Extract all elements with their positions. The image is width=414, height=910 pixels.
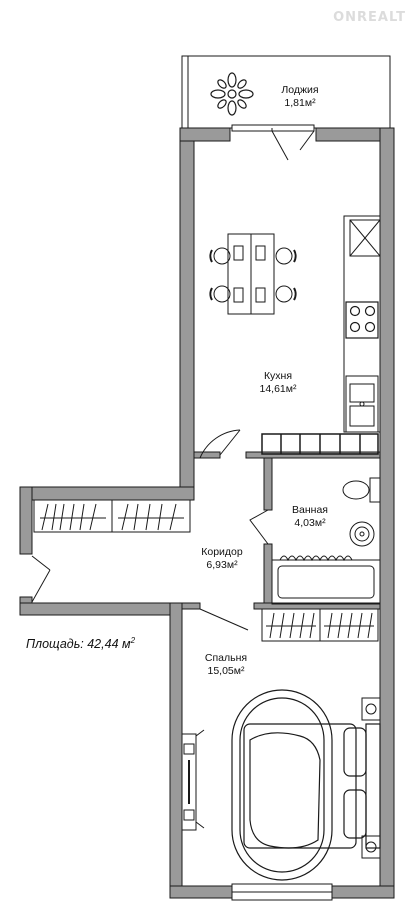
watermark-logo: ONREALT xyxy=(333,10,406,25)
stove-icon xyxy=(345,301,379,339)
bedroom-door[interactable] xyxy=(199,608,249,631)
room-area: 1,81м² xyxy=(284,97,316,109)
plant-icon xyxy=(210,72,254,116)
bedroom-wardrobe xyxy=(261,608,379,642)
total-area-power: 2 xyxy=(130,636,136,645)
window xyxy=(231,883,333,901)
room-label-bedroom: Спальня 15,05м² xyxy=(194,652,258,678)
wardrobe-icon xyxy=(33,499,191,533)
room-area: 4,03м² xyxy=(294,517,326,529)
total-area: Площадь: 42,44 м2 xyxy=(26,636,135,651)
bathtub-icon xyxy=(271,555,381,605)
room-label-corridor: Коридор 6,93м² xyxy=(190,546,254,572)
room-name: Ванная xyxy=(292,504,328,516)
total-area-value: 42,44 xyxy=(87,637,119,652)
room-area: 14,61м² xyxy=(259,383,297,395)
walls xyxy=(19,127,395,899)
room-area: 15,05м² xyxy=(207,665,245,677)
entrance-door[interactable] xyxy=(31,555,51,603)
room-name: Кухня xyxy=(263,370,293,382)
total-area-label: Площадь: xyxy=(26,637,84,652)
bathroom-door[interactable] xyxy=(249,509,269,545)
room-name: Лоджия xyxy=(281,84,319,96)
room-label-kitchen: Кухня 14,61м² xyxy=(246,370,310,396)
room-area: 6,93м² xyxy=(206,559,238,571)
toilet-icon xyxy=(342,477,381,503)
bed-icon xyxy=(231,689,381,881)
shelf-unit xyxy=(261,433,379,455)
total-area-unit: м xyxy=(122,637,131,652)
dining-set-icon xyxy=(209,233,297,315)
room-name: Коридор xyxy=(201,546,243,558)
kitchen-counter xyxy=(343,215,381,433)
dresser-icon xyxy=(181,729,205,831)
washbasin-icon xyxy=(349,521,375,547)
balcony-door[interactable] xyxy=(231,124,315,161)
room-name: Спальня xyxy=(204,652,248,664)
kitchen-door[interactable] xyxy=(199,429,241,459)
room-label-loggia: Лоджия 1,81м² xyxy=(270,84,330,110)
room-label-bathroom: Ванная 4,03м² xyxy=(278,504,342,530)
lamp-icon xyxy=(361,697,381,859)
sink-icon xyxy=(345,375,379,433)
